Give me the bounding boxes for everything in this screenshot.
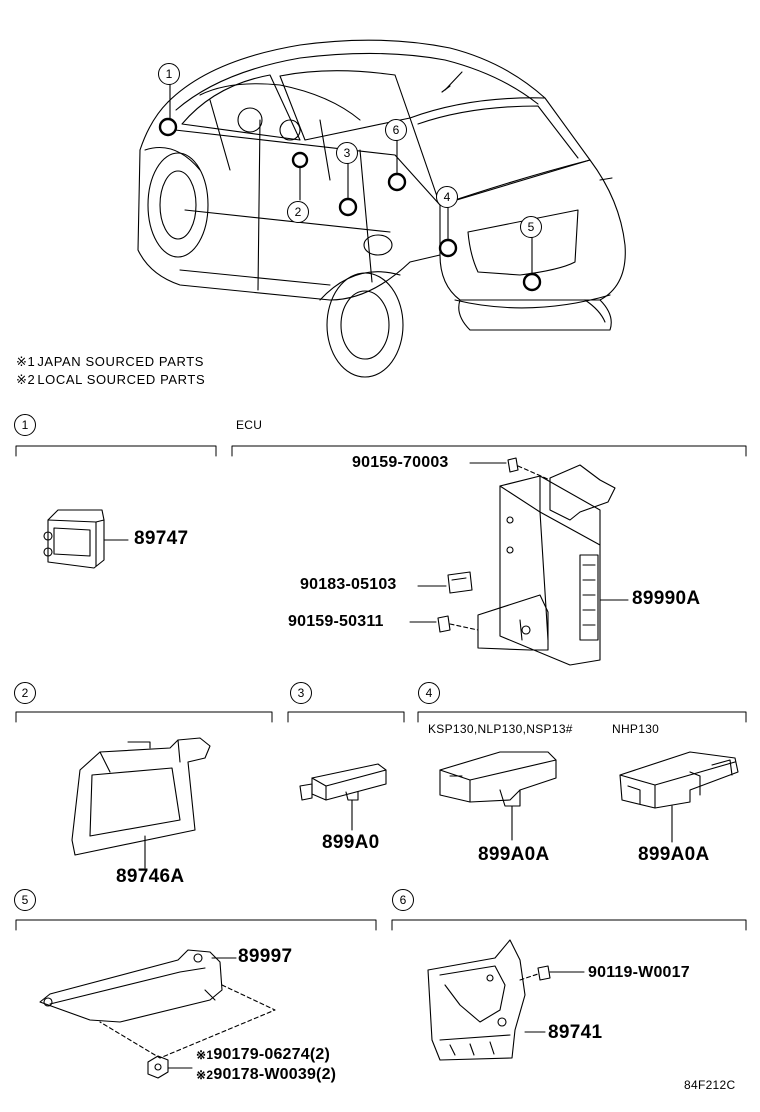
note1-text: JAPAN SOURCED PARTS	[37, 354, 205, 369]
part-number-89997: 89997	[238, 946, 293, 967]
part-number-89990a: 89990A	[632, 588, 701, 609]
sub1-value: 90179-06274(2)	[213, 1046, 331, 1063]
note1-mark: ※1	[16, 354, 36, 369]
part-89741-drawing	[427, 939, 585, 1061]
overview-callout-3: 3	[336, 142, 358, 164]
part-number-90178-w0039: ※290178-W0039(2)	[196, 1066, 336, 1084]
part-number-90159-50311: 90159-50311	[288, 613, 384, 630]
part-89997-drawing	[39, 949, 276, 1079]
section-2-number: 2	[14, 682, 36, 704]
overview-callout-4: 4	[436, 186, 458, 208]
sub1-mark: ※1	[196, 1048, 214, 1062]
part-89747-drawing	[43, 509, 129, 569]
overview-callout-5: 5	[520, 216, 542, 238]
section-1-number: 1	[14, 414, 36, 436]
figure-code: 84F212C	[684, 1078, 736, 1092]
part-number-90159-70003: 90159-70003	[352, 454, 449, 471]
part-899a0a-a-drawing	[439, 751, 557, 841]
ecu-drawing	[409, 457, 629, 666]
section-3-number: 3	[290, 682, 312, 704]
part-number-899a0a-a: 899A0A	[478, 844, 550, 865]
part-number-899a0: 899A0	[322, 832, 380, 853]
part-number-89746a: 89746A	[116, 866, 185, 887]
part-number-90119-w0017: 90119-W0017	[588, 964, 690, 981]
part-899a0-drawing	[299, 763, 387, 831]
section-6-number: 6	[392, 889, 414, 911]
ecu-section-title: ECU	[236, 418, 263, 432]
part-number-90179-06274: ※190179-06274(2)	[196, 1046, 330, 1064]
part-number-899a0a-b: 899A0A	[638, 844, 710, 865]
sub2-value: 90178-W0039(2)	[213, 1066, 337, 1083]
part-number-90183-05103: 90183-05103	[300, 576, 397, 593]
variant-ksp130: KSP130,NLP130,NSP13#	[428, 722, 573, 736]
note2-text: LOCAL SOURCED PARTS	[37, 372, 206, 387]
section-5-number: 5	[14, 889, 36, 911]
note2-mark: ※2	[16, 372, 36, 387]
section-4-number: 4	[418, 682, 440, 704]
overview-callout-1: 1	[158, 63, 180, 85]
car-illustration	[137, 39, 626, 378]
sub2-mark: ※2	[196, 1068, 214, 1082]
overview-callout-6: 6	[385, 119, 407, 141]
part-899a0a-b-drawing	[619, 751, 739, 843]
overview-leaders	[169, 84, 533, 275]
part-number-89747: 89747	[134, 528, 189, 549]
part-number-89741: 89741	[548, 1022, 603, 1043]
variant-nhp130: NHP130	[612, 722, 660, 736]
part-89746a-drawing	[71, 737, 211, 869]
section-brackets	[15, 445, 747, 931]
overview-callout-2: 2	[287, 201, 309, 223]
